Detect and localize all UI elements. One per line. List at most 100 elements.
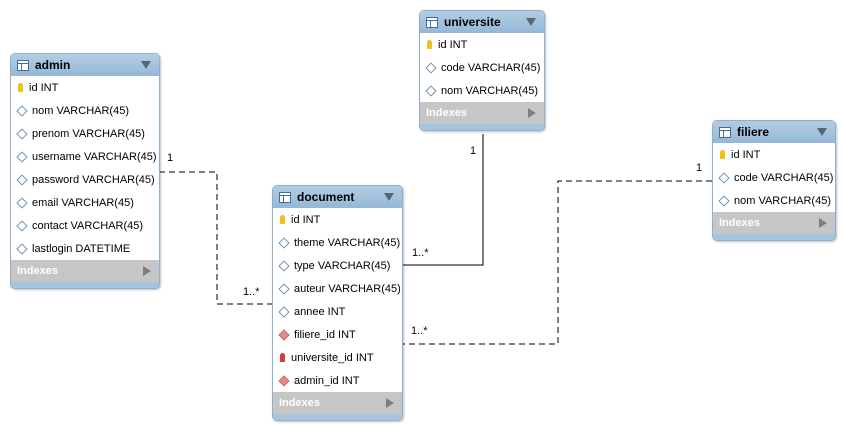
foreign-key-icon: [278, 374, 290, 387]
field-row[interactable]: id INT: [420, 33, 544, 56]
field-row[interactable]: id INT: [11, 76, 159, 99]
table-icon: [279, 191, 291, 203]
field-label: id INT: [731, 148, 761, 161]
field-row[interactable]: password VARCHAR(45): [11, 168, 159, 191]
primary-key-icon: [427, 40, 432, 49]
document-table[interactable]: document id INT theme VARCHAR(45) type VAR…: [272, 185, 403, 421]
field-row[interactable]: nom VARCHAR(45): [713, 189, 835, 212]
field-row[interactable]: email VARCHAR(45): [11, 191, 159, 214]
primary-key-icon: [18, 83, 23, 92]
column-diamond-icon: [278, 259, 290, 272]
field-label: prenom VARCHAR(45): [32, 127, 145, 140]
field-label: id INT: [29, 81, 59, 94]
field-row[interactable]: type VARCHAR(45): [273, 254, 402, 277]
filiere-document-one-label: 1: [696, 162, 703, 174]
field-label: nom VARCHAR(45): [734, 194, 831, 207]
column-diamond-icon: [16, 242, 28, 255]
field-row[interactable]: prenom VARCHAR(45): [11, 122, 159, 145]
table-footer-strip: [713, 234, 835, 240]
field-label: auteur VARCHAR(45): [294, 282, 401, 295]
universite-document-one-label: 1: [470, 145, 477, 157]
table-icon: [719, 126, 731, 138]
field-label: filiere_id INT: [294, 328, 356, 341]
filiere-table-header[interactable]: filiere: [713, 121, 835, 143]
field-label: code VARCHAR(45): [734, 171, 834, 184]
admin-document-many-label: 1..*: [243, 286, 260, 298]
column-diamond-icon: [425, 84, 437, 97]
indexes-section[interactable]: Indexes: [11, 260, 159, 282]
field-list: id INT code VARCHAR(45) nom VARCHAR(45): [420, 33, 544, 102]
universite-document-many-label: 1..*: [412, 247, 429, 259]
field-label: nom VARCHAR(45): [32, 104, 129, 117]
table-name: admin: [35, 58, 71, 72]
indexes-label: Indexes: [426, 107, 467, 119]
field-label: id INT: [291, 213, 321, 226]
universite-table[interactable]: universite id INT code VARCHAR(45) nom VAR…: [419, 10, 545, 131]
indexes-section[interactable]: Indexes: [273, 392, 402, 414]
field-row[interactable]: username VARCHAR(45): [11, 145, 159, 168]
expand-arrow-icon[interactable]: [819, 218, 827, 228]
field-label: type VARCHAR(45): [294, 259, 391, 272]
indexes-section[interactable]: Indexes: [420, 102, 544, 124]
field-list: id INT theme VARCHAR(45) type VARCHAR(45) a…: [273, 208, 402, 392]
field-row[interactable]: annee INT: [273, 300, 402, 323]
indexes-label: Indexes: [279, 397, 320, 409]
filiere-table[interactable]: filiere id INT code VARCHAR(45) nom VARCHA…: [712, 120, 836, 241]
collapse-triangle-icon[interactable]: [526, 18, 536, 26]
admin-table[interactable]: admin id INT nom VARCHAR(45) prenom VARCHA…: [10, 53, 160, 289]
universite-table-header[interactable]: universite: [420, 11, 544, 33]
column-diamond-icon: [425, 61, 437, 74]
field-label: contact VARCHAR(45): [32, 219, 144, 232]
expand-arrow-icon[interactable]: [386, 398, 394, 408]
field-row[interactable]: lastlogin DATETIME: [11, 237, 159, 260]
field-label: lastlogin DATETIME: [32, 242, 131, 255]
admin-document-relation-line: [159, 171, 272, 305]
field-row[interactable]: auteur VARCHAR(45): [273, 277, 402, 300]
field-list: id INT nom VARCHAR(45) prenom VARCHAR(45) u…: [11, 76, 159, 260]
field-row[interactable]: universite_id INT: [273, 346, 402, 369]
filiere-document-relation-line: [402, 180, 712, 345]
column-diamond-icon: [278, 305, 290, 318]
field-row[interactable]: admin_id INT: [273, 369, 402, 392]
field-label: password VARCHAR(45): [32, 173, 155, 186]
field-row[interactable]: contact VARCHAR(45): [11, 214, 159, 237]
table-footer-strip: [11, 282, 159, 288]
admin-document-one-label: 1: [167, 152, 174, 164]
field-row[interactable]: id INT: [273, 208, 402, 231]
expand-arrow-icon[interactable]: [143, 266, 151, 276]
table-name: universite: [444, 15, 501, 29]
table-footer-strip: [420, 124, 544, 130]
field-row[interactable]: id INT: [713, 143, 835, 166]
expand-arrow-icon[interactable]: [528, 108, 536, 118]
field-row[interactable]: nom VARCHAR(45): [11, 99, 159, 122]
field-label: admin_id INT: [294, 374, 360, 387]
document-table-header[interactable]: document: [273, 186, 402, 208]
field-row[interactable]: nom VARCHAR(45): [420, 79, 544, 102]
field-row[interactable]: theme VARCHAR(45): [273, 231, 402, 254]
column-diamond-icon: [16, 219, 28, 232]
field-label: code VARCHAR(45): [441, 61, 541, 74]
collapse-triangle-icon[interactable]: [141, 61, 151, 69]
universite-document-relation-line: [402, 134, 484, 266]
indexes-section[interactable]: Indexes: [713, 212, 835, 234]
field-row[interactable]: filiere_id INT: [273, 323, 402, 346]
admin-table-header[interactable]: admin: [11, 54, 159, 76]
field-label: annee INT: [294, 305, 346, 318]
field-label: email VARCHAR(45): [32, 196, 134, 209]
indexes-label: Indexes: [719, 217, 760, 229]
collapse-triangle-icon[interactable]: [384, 193, 394, 201]
column-diamond-icon: [16, 196, 28, 209]
field-label: universite_id INT: [291, 351, 374, 364]
table-footer-strip: [273, 414, 402, 420]
field-row[interactable]: code VARCHAR(45): [420, 56, 544, 79]
column-diamond-icon: [16, 127, 28, 140]
column-diamond-icon: [718, 194, 730, 207]
collapse-triangle-icon[interactable]: [817, 128, 827, 136]
field-label: username VARCHAR(45): [32, 150, 157, 163]
filiere-document-many-label: 1..*: [411, 325, 428, 337]
table-name: document: [297, 190, 355, 204]
table-icon: [426, 16, 438, 28]
primary-key-icon: [720, 150, 725, 159]
field-row[interactable]: code VARCHAR(45): [713, 166, 835, 189]
table-name: filiere: [737, 125, 770, 139]
